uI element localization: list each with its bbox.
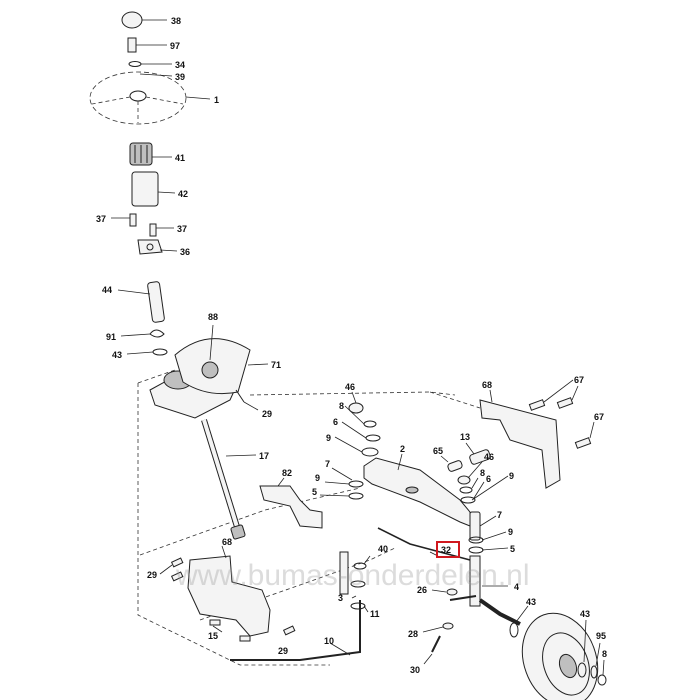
part-13-bushing [465, 442, 491, 465]
label-8a: 8 [339, 401, 344, 411]
label-32: 32 [441, 545, 451, 555]
label-46b: 46 [484, 452, 494, 462]
label-68b: 68 [222, 537, 232, 547]
washer-stack-axle-left [319, 467, 364, 500]
part-44-bushing-tube [117, 281, 165, 323]
part-15-bolts [209, 619, 251, 642]
label-2: 2 [400, 444, 405, 454]
label-97: 97 [170, 41, 180, 51]
watermark: www.bumas-onderdelen.nl [175, 559, 530, 592]
label-7a: 7 [325, 459, 330, 469]
part-10-drag-link [230, 600, 361, 661]
label-28: 28 [408, 629, 418, 639]
label-29a: 29 [262, 409, 272, 419]
label-42: 42 [178, 189, 188, 199]
label-29c: 29 [278, 646, 288, 656]
label-6a: 6 [333, 417, 338, 427]
label-43a: 43 [112, 350, 122, 360]
washer-stack-spindle-right [468, 511, 509, 554]
part-26-nut [431, 588, 458, 596]
label-37a: 37 [96, 214, 106, 224]
part-29-bolts-left [159, 557, 184, 582]
part-37-screws [111, 213, 174, 237]
label-5a: 5 [312, 487, 317, 497]
part-68-upper-bracket [479, 389, 561, 489]
part-labels: 38 97 34 39 1 41 42 37 37 36 44 91 43 88… [96, 16, 607, 675]
label-9a: 9 [326, 433, 331, 443]
part-43-washer-upper [126, 348, 168, 356]
part-91-clip [120, 329, 165, 338]
washer-stack-left [334, 405, 381, 457]
part-82-bracket [259, 477, 323, 529]
label-65: 65 [433, 446, 443, 456]
label-36: 36 [180, 247, 190, 257]
part-3-pivot-assembly [339, 551, 371, 613]
label-30: 30 [410, 665, 420, 675]
label-46a: 46 [345, 382, 355, 392]
label-95: 95 [596, 631, 606, 641]
label-5b: 5 [510, 544, 515, 554]
label-7b: 7 [497, 510, 502, 520]
label-13: 13 [460, 432, 470, 442]
part-65-spacer [440, 455, 463, 472]
part-32-tie-rod [377, 527, 471, 561]
label-8c: 8 [602, 649, 607, 659]
part-4-spindle [449, 555, 521, 626]
label-37b: 37 [177, 224, 187, 234]
label-11: 11 [370, 609, 380, 619]
label-9c: 9 [315, 473, 320, 483]
part-34-washer [128, 61, 172, 67]
label-1: 1 [214, 95, 219, 105]
label-71: 71 [271, 360, 281, 370]
label-15: 15 [208, 631, 218, 641]
label-8b: 8 [480, 468, 485, 478]
washer-stack-wheel [577, 619, 607, 686]
label-6b: 6 [486, 474, 491, 484]
label-9d: 9 [508, 527, 513, 537]
label-38: 38 [171, 16, 181, 26]
part-97-bolt [127, 37, 167, 53]
front-wheel [521, 612, 599, 700]
part-29-bolt-lower [282, 625, 296, 636]
label-82: 82 [282, 468, 292, 478]
label-10: 10 [324, 636, 334, 646]
label-68a: 68 [482, 380, 492, 390]
part-36-bracket [137, 239, 178, 255]
label-43b: 43 [526, 597, 536, 607]
part-68-lower-bracket [187, 545, 271, 637]
label-41: 41 [175, 153, 185, 163]
label-9b: 9 [509, 471, 514, 481]
label-91: 91 [106, 332, 116, 342]
label-4: 4 [514, 582, 519, 592]
label-67b: 67 [594, 412, 604, 422]
label-40: 40 [378, 544, 388, 554]
label-39: 39 [175, 72, 185, 82]
label-3: 3 [338, 593, 343, 603]
part-41-spline-adapter [129, 142, 172, 166]
part-67-bolts [528, 379, 595, 449]
part-42-sleeve [131, 171, 176, 207]
steering-gear-assembly [149, 324, 269, 419]
part-1-steering-wheel [89, 71, 211, 125]
part-30-bolt [423, 635, 441, 665]
part-43-washer-spindle [509, 605, 529, 638]
part-46-cap-upper [348, 391, 364, 414]
label-17: 17 [259, 451, 269, 461]
label-29b: 29 [147, 570, 157, 580]
label-26: 26 [417, 585, 427, 595]
part-38-cap [121, 11, 167, 29]
label-34: 34 [175, 60, 185, 70]
highlight-box-32 [436, 541, 460, 558]
label-44: 44 [102, 285, 112, 295]
part-17-steering-shaft [201, 419, 257, 540]
washer-stack-right [457, 461, 509, 504]
label-88: 88 [208, 312, 218, 322]
label-67a: 67 [574, 375, 584, 385]
part-28-nut [422, 622, 454, 633]
label-43c: 43 [580, 609, 590, 619]
